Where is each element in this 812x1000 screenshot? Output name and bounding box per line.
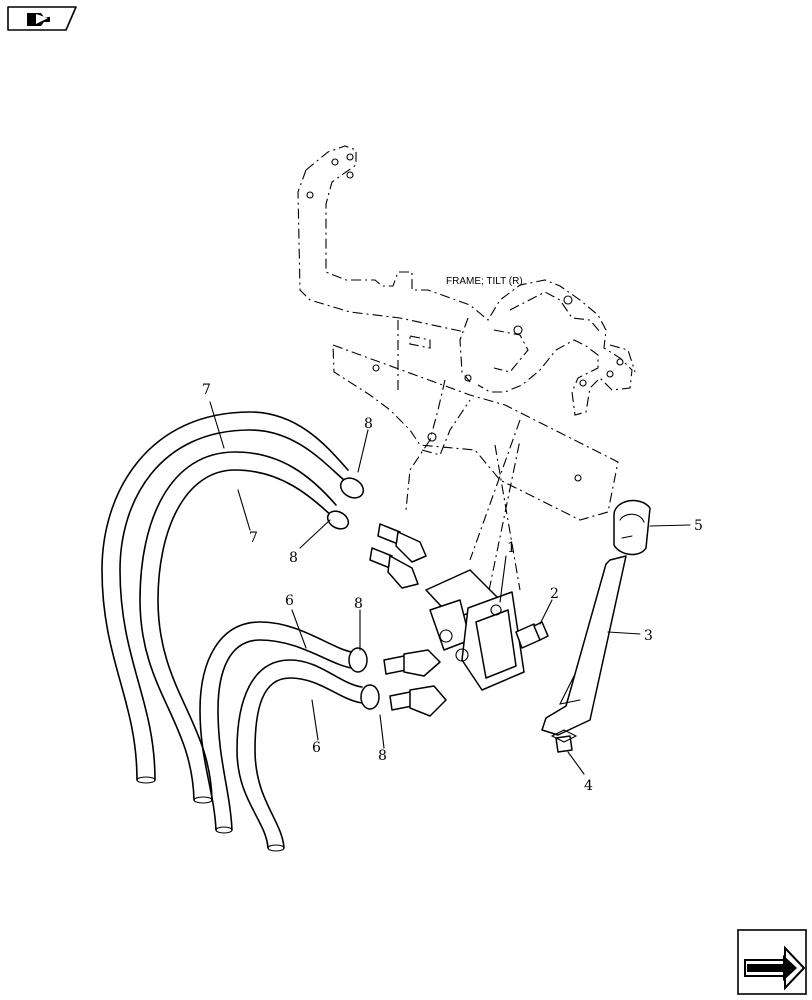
callout-4: 4: [584, 778, 593, 794]
hose-6: [199, 621, 363, 852]
knob-5: [613, 499, 651, 556]
callout-5: 5: [694, 518, 703, 534]
book-pointer-icon[interactable]: [7, 6, 77, 31]
ferrules-8: [326, 477, 380, 710]
valve-1: [425, 569, 525, 691]
bolt-2: [515, 621, 549, 649]
callout-1: 1: [507, 540, 516, 556]
callout-8-a: 8: [364, 416, 373, 432]
callout-6-upper: 6: [285, 593, 294, 609]
callout-3: 3: [644, 628, 653, 644]
callout-7-lower: 7: [249, 530, 258, 546]
tilt-frame: [297, 145, 636, 521]
fittings: [369, 523, 447, 717]
callout-8-b: 8: [289, 550, 298, 566]
screw-4: [550, 729, 578, 753]
plate-3: [541, 555, 627, 736]
callout-2: 2: [550, 586, 559, 602]
callout-6-lower: 6: [312, 740, 321, 756]
hose-7: [101, 411, 351, 804]
callout-8-c: 8: [354, 596, 363, 612]
callout-8-d: 8: [378, 748, 387, 764]
frame-label: FRAME; TILT (R): [446, 276, 523, 287]
callout-7-upper: 7: [202, 382, 211, 398]
next-page-arrow-icon[interactable]: [737, 929, 807, 995]
callout-leaders: [209, 401, 691, 775]
